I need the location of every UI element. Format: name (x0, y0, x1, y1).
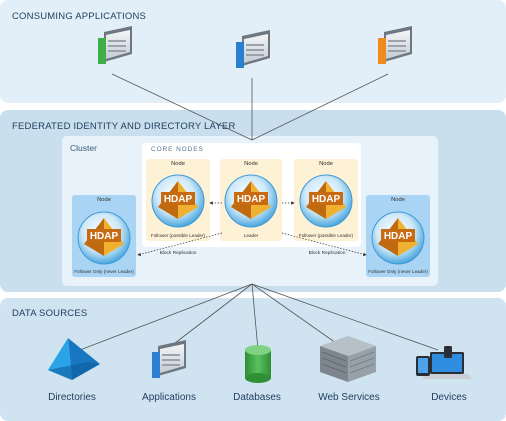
replication-label-left: Block Replication (159, 251, 197, 256)
hdap-label: HDAP (384, 231, 413, 242)
application-window-icon (98, 26, 132, 64)
application-window-icon (378, 26, 412, 64)
application-window-icon (152, 340, 186, 378)
node-title: Node (171, 161, 185, 167)
consuming-applications-title: CONSUMING APPLICATIONS (12, 11, 147, 22)
bottom-connector-lines (79, 283, 439, 351)
source-label-web-services: Web Services (318, 392, 380, 403)
database-cylinder-icon (245, 345, 271, 383)
hdap-sphere-icon: HDAP (77, 211, 131, 265)
hdap-label: HDAP (237, 194, 266, 205)
hdap-label: HDAP (312, 194, 341, 205)
source-label-applications: Applications (142, 392, 196, 403)
node-role: Leader (243, 233, 259, 238)
hdap-label: HDAP (90, 231, 119, 242)
node-role: Follower Only (never Leader) (368, 269, 428, 274)
source-label-databases: Databases (233, 392, 281, 403)
source-label-directories: Directories (48, 392, 96, 403)
federated-identity-title: FEDERATED IDENTITY AND DIRECTORY LAYER (12, 121, 236, 132)
replication-label-right: Block Replication (308, 251, 346, 256)
application-window-icon (236, 30, 270, 68)
top-connector-lines (111, 73, 389, 141)
data-sources-title: DATA SOURCES (12, 308, 88, 319)
node-role: Follower Only (never Leader) (74, 269, 134, 274)
replication-arrows (137, 201, 367, 256)
node-role: Follower (possible Leader) (150, 233, 206, 238)
hdap-sphere-icon: HDAP (299, 174, 353, 228)
core-nodes-title: CORE NODES (151, 146, 204, 153)
devices-icon (416, 346, 472, 379)
hdap-sphere-icon: HDAP (371, 211, 425, 265)
hdap-label: HDAP (164, 194, 193, 205)
node-role: Follower (possible Leader) (298, 233, 354, 238)
hdap-sphere-icon: HDAP (151, 174, 205, 228)
server-stack-icon (320, 336, 376, 382)
node-title: Node (244, 161, 258, 167)
source-label-devices: Devices (431, 392, 467, 403)
node-title: Node (391, 197, 405, 203)
node-title: Node (319, 161, 333, 167)
cluster-title: Cluster (70, 143, 97, 153)
directory-prism-icon (48, 338, 100, 380)
hdap-sphere-icon: HDAP (224, 174, 278, 228)
node-title: Node (97, 197, 111, 203)
